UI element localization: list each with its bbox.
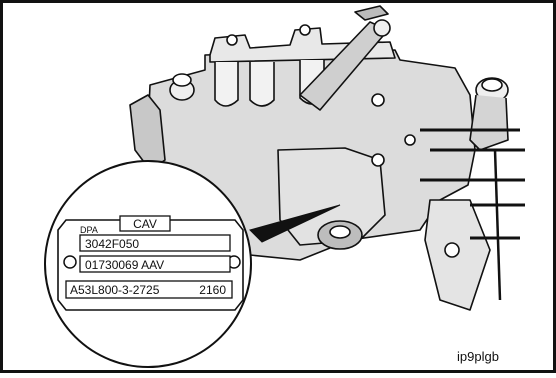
cover-rib xyxy=(214,62,239,107)
cover-rib xyxy=(249,62,275,107)
outlet-body xyxy=(469,94,509,151)
plate-brand: CAV xyxy=(133,217,157,231)
plate-line-1: 3042F050 xyxy=(85,237,139,251)
bolt xyxy=(404,134,416,146)
bolt xyxy=(371,153,385,167)
data-plate-callout: DPA CAV 3042F050 01730069 AAV A53L800-3-… xyxy=(44,160,252,368)
rivet-hole-left xyxy=(63,255,77,269)
outlet-fitting-top xyxy=(481,78,503,92)
figure-reference: ip9plgb xyxy=(457,349,499,364)
flange-nut-hole xyxy=(329,225,351,239)
brand-box xyxy=(119,215,171,232)
lever-pivot xyxy=(373,19,391,37)
control-rod xyxy=(493,149,502,301)
bolt xyxy=(226,34,238,46)
plate-line-2: 01730069 AAV xyxy=(85,258,164,272)
plate-field-2 xyxy=(79,255,231,273)
inlet-fitting-top xyxy=(172,73,192,87)
lever-arm xyxy=(354,5,389,21)
bolt xyxy=(299,24,311,36)
callout-pointer xyxy=(249,204,341,243)
bracket-hole xyxy=(444,242,460,258)
plate-field-1 xyxy=(79,234,231,252)
plate-dpa-label: DPA xyxy=(80,225,98,235)
plate-line-3-number: 2160 xyxy=(199,283,226,297)
plate-line-3-code: A53L800-3-2725 xyxy=(70,283,160,297)
plate-field-3 xyxy=(65,280,233,299)
bolt xyxy=(371,93,385,107)
